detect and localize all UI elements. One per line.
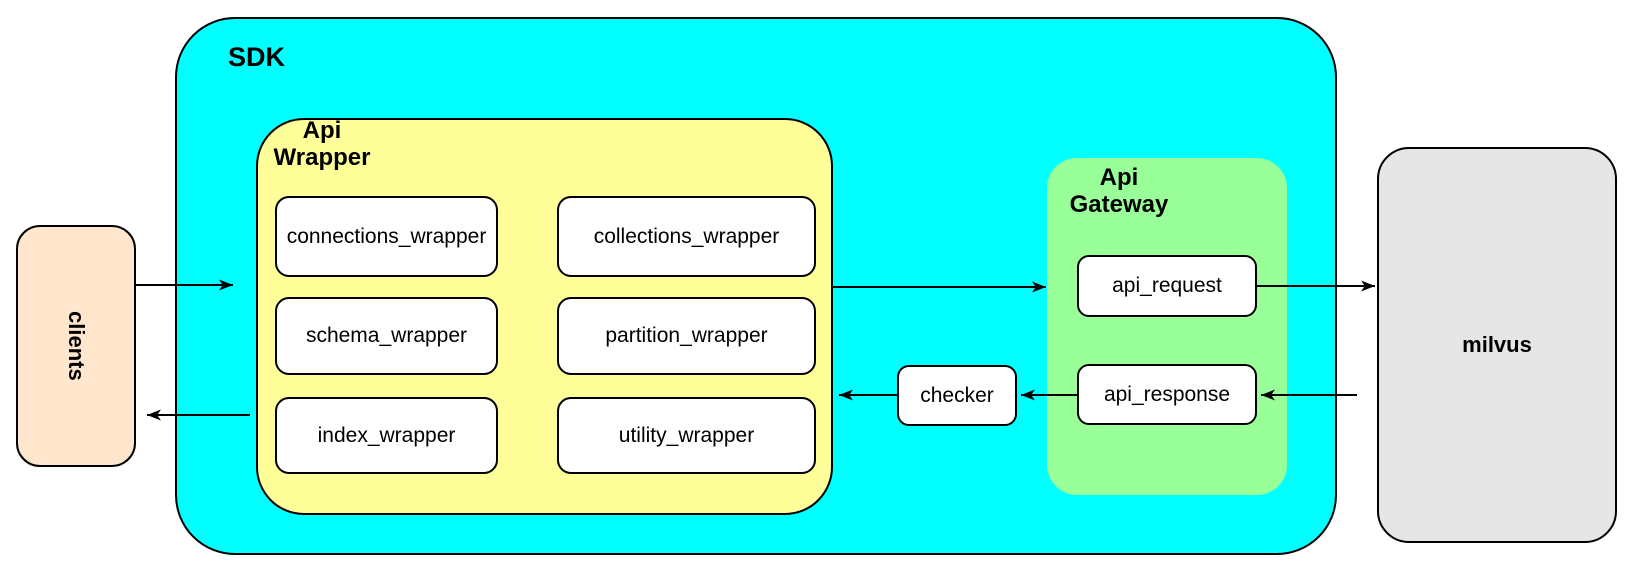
partition-wrapper-node: partition_wrapper	[557, 297, 816, 375]
api-wrapper-label: Api Wrapper	[273, 117, 371, 171]
checker-node: checker	[897, 365, 1017, 426]
schema-wrapper-label: schema_wrapper	[305, 324, 468, 347]
api-request-label: api_request	[1112, 274, 1222, 297]
api-response-node: api_response	[1077, 364, 1257, 425]
sdk-label: SDK	[228, 42, 286, 72]
api-gateway-label: Api Gateway	[1069, 164, 1169, 218]
api-request-node: api_request	[1077, 255, 1257, 317]
utility-wrapper-node: utility_wrapper	[557, 397, 816, 474]
milvus-node: milvus	[1377, 147, 1617, 543]
schema-wrapper-node: schema_wrapper	[275, 297, 498, 375]
checker-label: checker	[920, 383, 994, 407]
clients-label: clients	[64, 311, 89, 381]
connections-wrapper-node: connections_wrapper	[275, 196, 498, 277]
utility-wrapper-label: utility_wrapper	[618, 423, 755, 447]
partition-wrapper-label: partition_wrapper	[605, 324, 768, 347]
milvus-label: milvus	[1462, 332, 1532, 357]
collections-wrapper-label: collections_wrapper	[593, 224, 780, 248]
api-response-label: api_response	[1103, 382, 1231, 406]
index-wrapper-label: index_wrapper	[317, 423, 456, 447]
api-gateway-container	[1047, 158, 1287, 495]
index-wrapper-node: index_wrapper	[275, 397, 498, 474]
collections-wrapper-node: collections_wrapper	[557, 196, 816, 277]
clients-node: clients	[16, 225, 136, 467]
connections-wrapper-label: connections_wrapper	[286, 224, 487, 248]
